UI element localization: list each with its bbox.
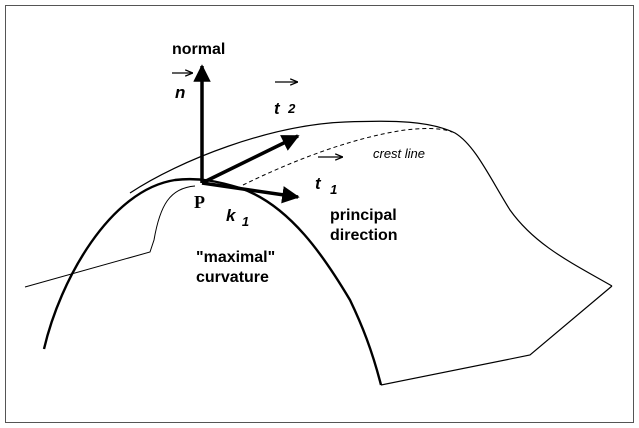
surface-outline xyxy=(24,120,613,386)
figure-frame xyxy=(5,5,634,423)
k1-label: k 1 xyxy=(226,206,249,229)
surface-back-edge xyxy=(129,120,613,287)
maximal-curvature-label: "maximal" curvature xyxy=(196,249,280,286)
principal-line2: direction xyxy=(330,227,398,244)
principal-line1: principal xyxy=(330,207,397,224)
t1-arrow xyxy=(201,181,300,204)
maximal-line1: "maximal" xyxy=(196,249,275,266)
k1-subscript: 1 xyxy=(242,214,249,229)
surface-left-edge xyxy=(24,185,196,288)
t2-arrow xyxy=(201,134,300,185)
normal-label: normal xyxy=(172,41,225,58)
principal-direction-label: principal direction xyxy=(330,207,401,244)
maximal-line2: curvature xyxy=(196,269,269,286)
crest-line xyxy=(242,128,453,186)
crest-line-label: crest line xyxy=(373,146,425,161)
surface-bottom-edge xyxy=(380,285,613,386)
t2-subscript: 2 xyxy=(287,101,296,116)
t2-letter: t xyxy=(274,99,281,118)
t1-label: t 1 xyxy=(315,174,337,197)
n-label: n xyxy=(175,83,185,102)
point-p-label: P xyxy=(194,192,205,212)
t1-subscript: 1 xyxy=(330,182,337,197)
k1-letter: k xyxy=(226,206,237,225)
t1-letter: t xyxy=(315,174,322,193)
t2-label: t 2 xyxy=(274,99,296,118)
